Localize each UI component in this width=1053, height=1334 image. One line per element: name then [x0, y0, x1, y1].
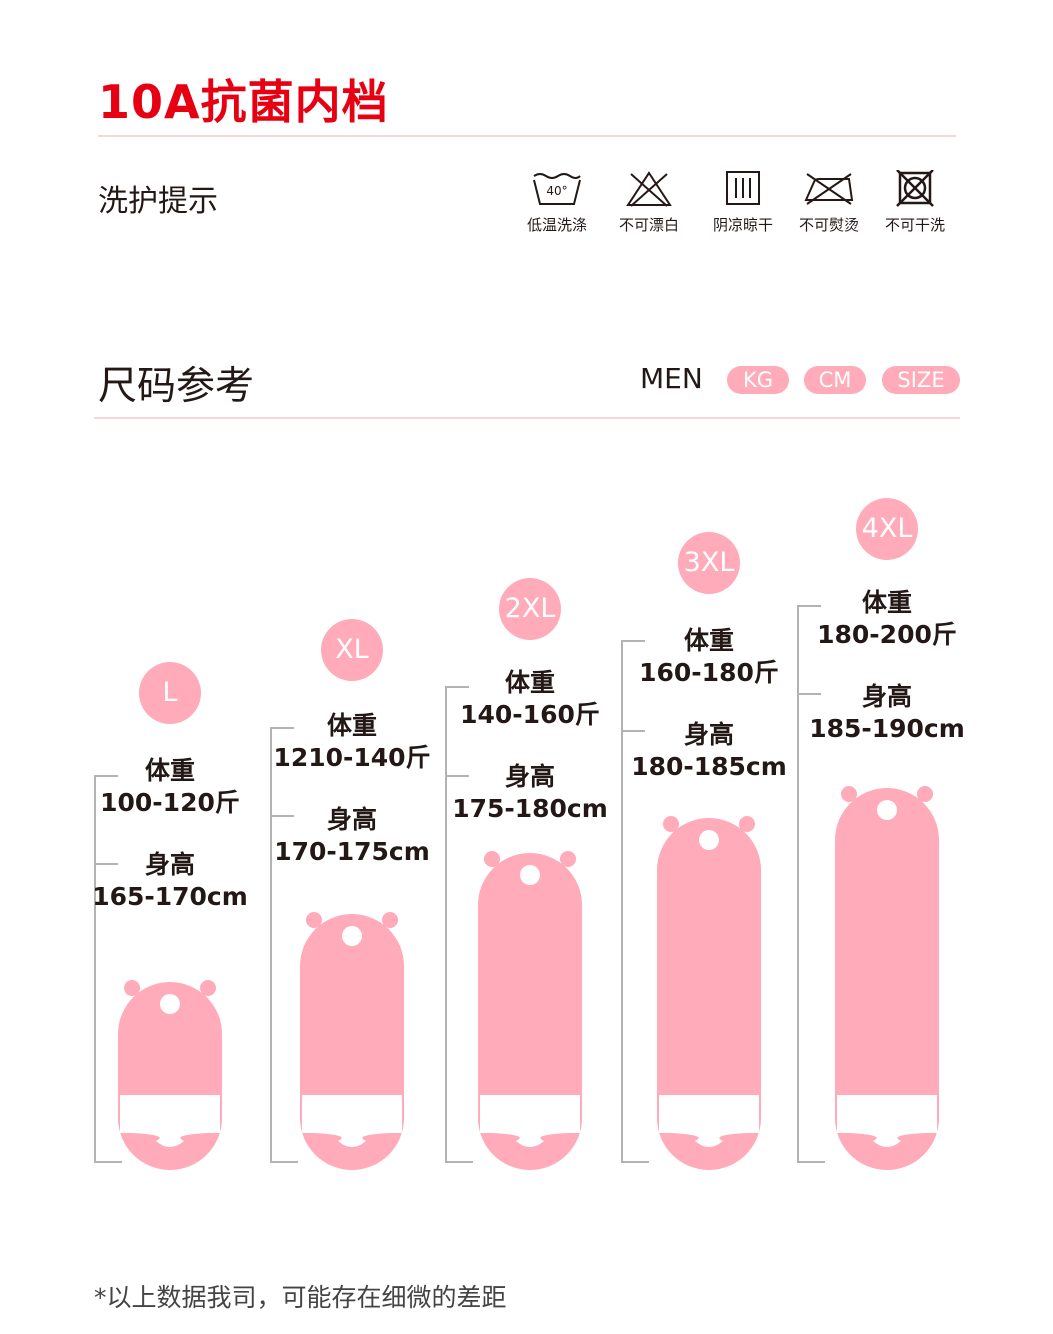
weight-label: 体重: [144, 756, 195, 785]
weight-value: 180-200斤: [817, 620, 957, 649]
bracket-tick-top: [621, 640, 645, 642]
size-section-label: 尺码参考: [98, 364, 255, 409]
height-value: 165-170cm: [92, 882, 248, 911]
bracket-tick-top: [270, 727, 294, 729]
height-label: 身高: [504, 762, 555, 791]
kg-tag: KG: [727, 366, 789, 394]
weight-info: 体重 180-200斤: [797, 587, 977, 651]
wash-temperature: 40°: [546, 184, 567, 198]
care-item-dry: 阴凉晾干: [698, 170, 788, 235]
height-value: 180-185cm: [631, 752, 787, 781]
care-item-dry-clean: 不可干洗: [870, 170, 960, 235]
bracket-tick-bottom: [270, 1161, 298, 1163]
care-caption: 不可干洗: [884, 216, 945, 234]
wash-40-icon: 40°: [533, 173, 581, 205]
size-badge: XL: [321, 619, 383, 681]
bracket-tick-bottom: [445, 1161, 473, 1163]
care-item-wash: 40° 低温洗涤: [512, 170, 602, 235]
height-info: 身高 165-170cm: [80, 849, 260, 913]
height-value: 170-175cm: [274, 837, 430, 866]
weight-label: 体重: [326, 711, 377, 740]
weight-info: 体重 1210-140斤: [262, 710, 442, 774]
bracket-tick-bottom: [94, 1161, 122, 1163]
height-info: 身高 170-175cm: [262, 804, 442, 868]
size-badge: 4XL: [856, 498, 918, 560]
care-caption: 阴凉晾干: [712, 216, 773, 234]
no-bleach-icon: [626, 171, 672, 207]
size-badge: L: [139, 662, 201, 724]
bracket-vertical-line: [445, 686, 447, 1163]
size-badge: 2XL: [499, 578, 561, 640]
height-label: 身高: [326, 805, 377, 834]
no-iron-icon: [804, 173, 854, 205]
care-caption: 低温洗涤: [526, 216, 587, 234]
brief-figure-icon: [657, 816, 761, 1170]
height-value: 185-190cm: [809, 714, 965, 743]
height-info: 身高 185-190cm: [797, 681, 977, 745]
height-value: 175-180cm: [452, 794, 608, 823]
bracket-tick-top: [797, 605, 821, 607]
height-info: 身高 175-180cm: [440, 761, 620, 825]
footer-note: *以上数据我司，可能存在细微的差距: [94, 1283, 507, 1312]
care-caption: 不可熨烫: [798, 216, 859, 234]
bracket-tick-top: [94, 775, 118, 777]
cm-tag: CM: [804, 366, 866, 394]
height-label: 身高: [861, 682, 912, 711]
brief-figure-icon: [300, 912, 404, 1170]
bracket-tick-top: [445, 686, 469, 688]
bracket-tick-bottom: [797, 1161, 825, 1163]
men-label: MEN: [640, 362, 703, 395]
bracket-vertical-line: [621, 640, 623, 1163]
height-label: 身高: [144, 850, 195, 879]
weight-info: 体重 140-160斤: [440, 667, 620, 731]
brief-figure-icon: [478, 851, 582, 1170]
bracket-vertical-line: [94, 775, 96, 1163]
brief-figure-icon: [118, 980, 222, 1170]
weight-value: 1210-140斤: [273, 743, 431, 772]
weight-label: 体重: [504, 668, 555, 697]
weight-label: 体重: [683, 626, 734, 655]
size-badge: 3XL: [678, 532, 740, 594]
line-dry-shade-icon: [726, 171, 760, 205]
bracket-tick-middle: [621, 730, 645, 732]
weight-info: 体重 100-120斤: [80, 755, 260, 819]
title-divider: [98, 135, 956, 137]
weight-value: 160-180斤: [639, 658, 779, 687]
bracket-tick-middle: [445, 775, 469, 777]
bracket-tick-middle: [270, 815, 294, 817]
bracket-tick-middle: [94, 863, 118, 865]
weight-info: 体重 160-180斤: [619, 625, 799, 689]
bracket-vertical-line: [270, 727, 272, 1163]
bracket-tick-middle: [797, 693, 821, 695]
bracket-vertical-line: [797, 605, 799, 1163]
weight-value: 100-120斤: [100, 788, 240, 817]
care-item-bleach: 不可漂白: [604, 170, 694, 235]
page-title: 10A抗菌内档: [98, 75, 389, 129]
care-section-label: 洗护提示: [98, 184, 218, 219]
height-label: 身高: [683, 720, 734, 749]
size-tag: SIZE: [882, 366, 960, 394]
weight-value: 140-160斤: [460, 700, 600, 729]
bracket-tick-bottom: [621, 1161, 649, 1163]
care-caption: 不可漂白: [618, 216, 679, 234]
weight-label: 体重: [861, 588, 912, 617]
no-dry-clean-icon: [896, 170, 934, 207]
size-divider: [94, 417, 960, 419]
height-info: 身高 180-185cm: [619, 719, 799, 783]
care-item-iron: 不可熨烫: [784, 170, 874, 235]
brief-figure-icon: [835, 786, 939, 1170]
